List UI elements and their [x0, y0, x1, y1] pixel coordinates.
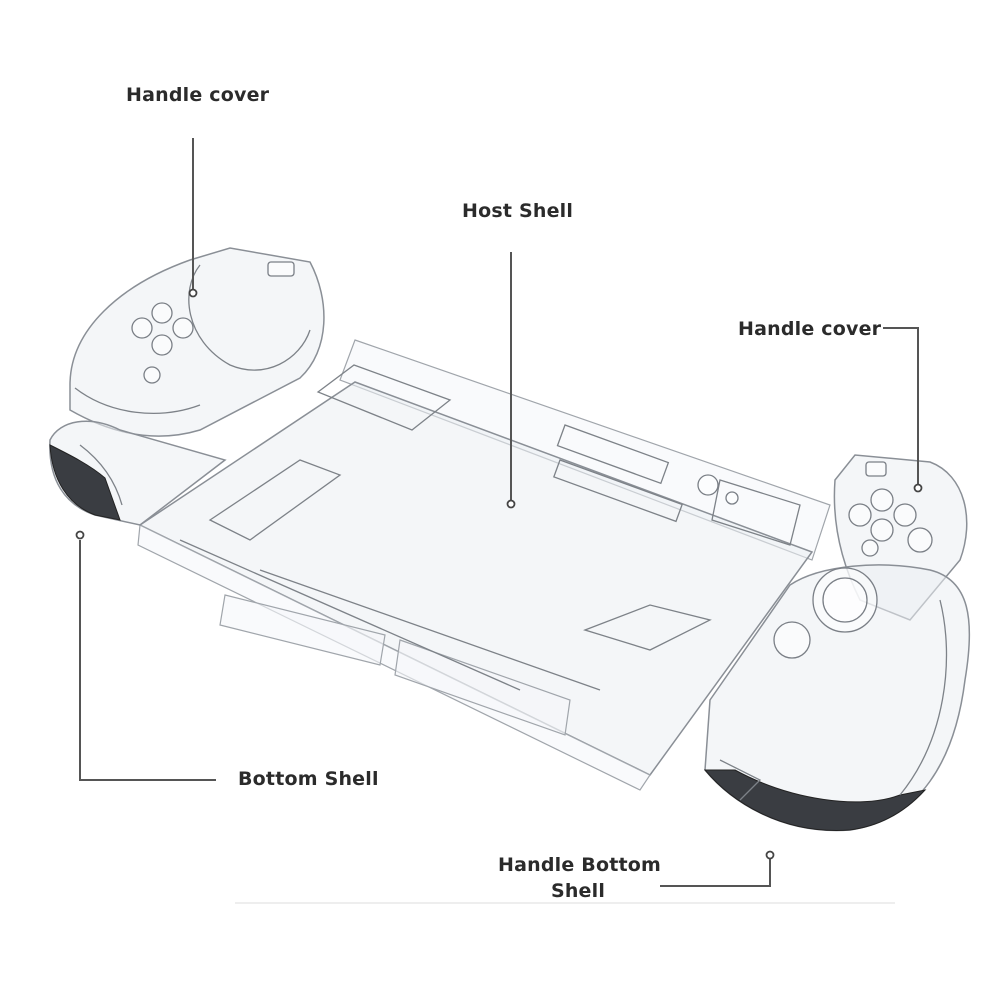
handle-bottom-shell-label-line1: Handle Bottom [498, 854, 662, 876]
leader-handle-bottom-shell [660, 858, 771, 887]
host-shell-label: Host Shell [462, 200, 574, 222]
host-shell-shape [137, 339, 831, 791]
bottom-shell-label: Bottom Shell [238, 768, 379, 790]
handle-cover-right-label: Handle cover [738, 318, 882, 340]
handle-bottom-shell-label-line2: Shell [550, 880, 606, 902]
right-handle-bottom-shell-shape [703, 564, 971, 832]
handle-cover-left-label: Handle cover [126, 84, 270, 106]
leader-bottom-shell [79, 540, 216, 781]
handle-bottom-shell-label: Handle Bottom Shell [498, 852, 662, 904]
left-handle-bottom-shell-shape [49, 420, 227, 526]
left-handle-cover-shape [69, 247, 325, 437]
leader-handle-cover-right [883, 327, 919, 484]
leader-lines [75, 138, 923, 904]
